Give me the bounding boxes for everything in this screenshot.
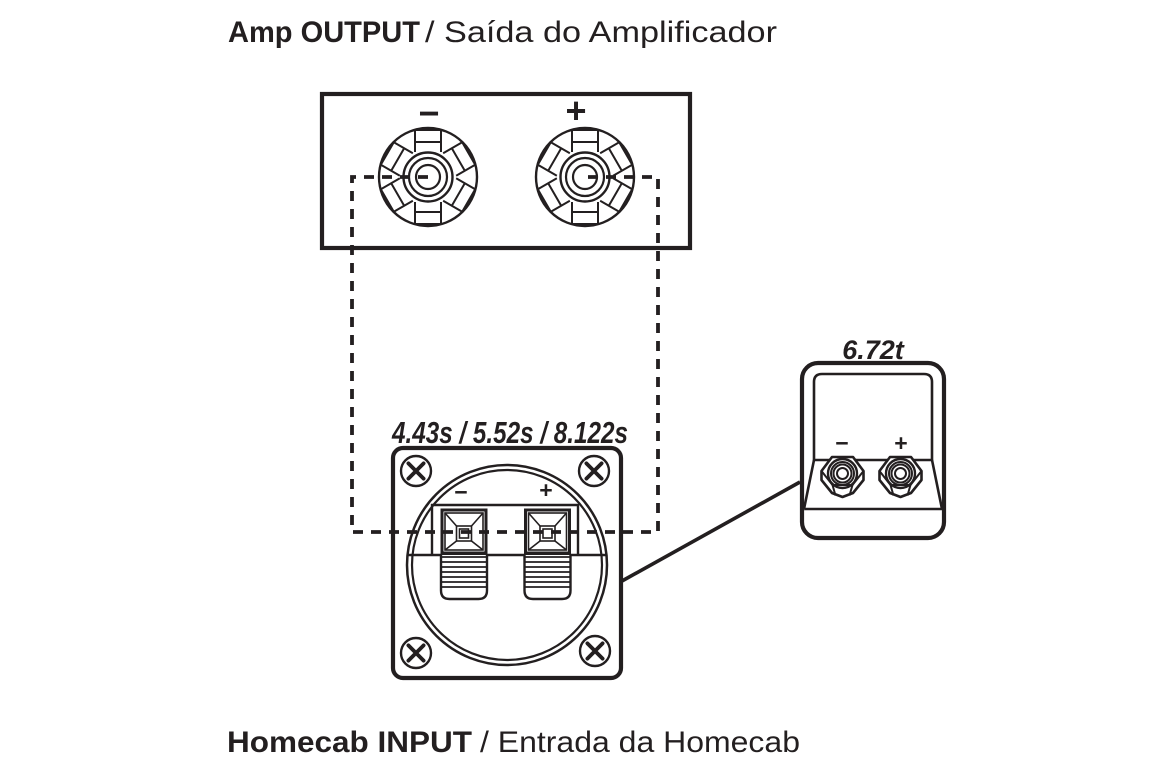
terminal-cup-outer-circle [405, 463, 609, 667]
homecab-model-label: 4.43s / 5.52s / 8.122s [391, 415, 628, 450]
homecab-negative-label: − [454, 479, 467, 505]
screw-top-right-icon [577, 454, 611, 488]
binding-post-positive-icon [534, 126, 636, 228]
amp-positive-label: + [565, 90, 586, 131]
amp-negative-label: − [418, 93, 439, 134]
homecab-positive-label: + [539, 477, 552, 503]
tweeter-recess-outline [812, 372, 934, 462]
tweeter-shelf-lines [802, 459, 944, 511]
spring-terminal-negative-icon [439, 508, 489, 601]
spring-terminal-positive-icon [523, 508, 572, 601]
amp-output-title: Amp OUTPUT / Saída do Amplificador [228, 16, 777, 49]
amp-output-title-regular: / Saída do Amplificador [425, 16, 777, 49]
screw-bottom-right-icon [578, 634, 612, 668]
homecab-input-title: Homecab INPUT / Entrada da Homecab [227, 726, 800, 759]
homecab-input-title-regular: / Entrada da Homecab [480, 726, 800, 759]
tweeter-positive-label: + [894, 430, 907, 456]
tweeter-panel-outline [799, 360, 947, 541]
terminal-block-outline [430, 503, 580, 555]
amp-output-plate: − + [319, 90, 693, 251]
screw-bottom-left-icon [399, 636, 433, 670]
dashed-wire-path [350, 175, 660, 534]
tweeter-terminal-panel: 6.72t − + [799, 335, 947, 541]
screw-top-left-icon [399, 454, 433, 488]
homecab-terminal-panel: 4.43s / 5.52s / 8.122s − + [390, 415, 628, 681]
callout-line [621, 480, 801, 583]
amp-output-title-bold: Amp OUTPUT [228, 16, 420, 49]
terminal-cup-inner-circle [410, 468, 604, 662]
homecab-input-title-bold: Homecab INPUT [227, 726, 472, 759]
tweeter-negative-label: − [835, 430, 848, 456]
tweeter-model-label: 6.72t [842, 335, 905, 365]
